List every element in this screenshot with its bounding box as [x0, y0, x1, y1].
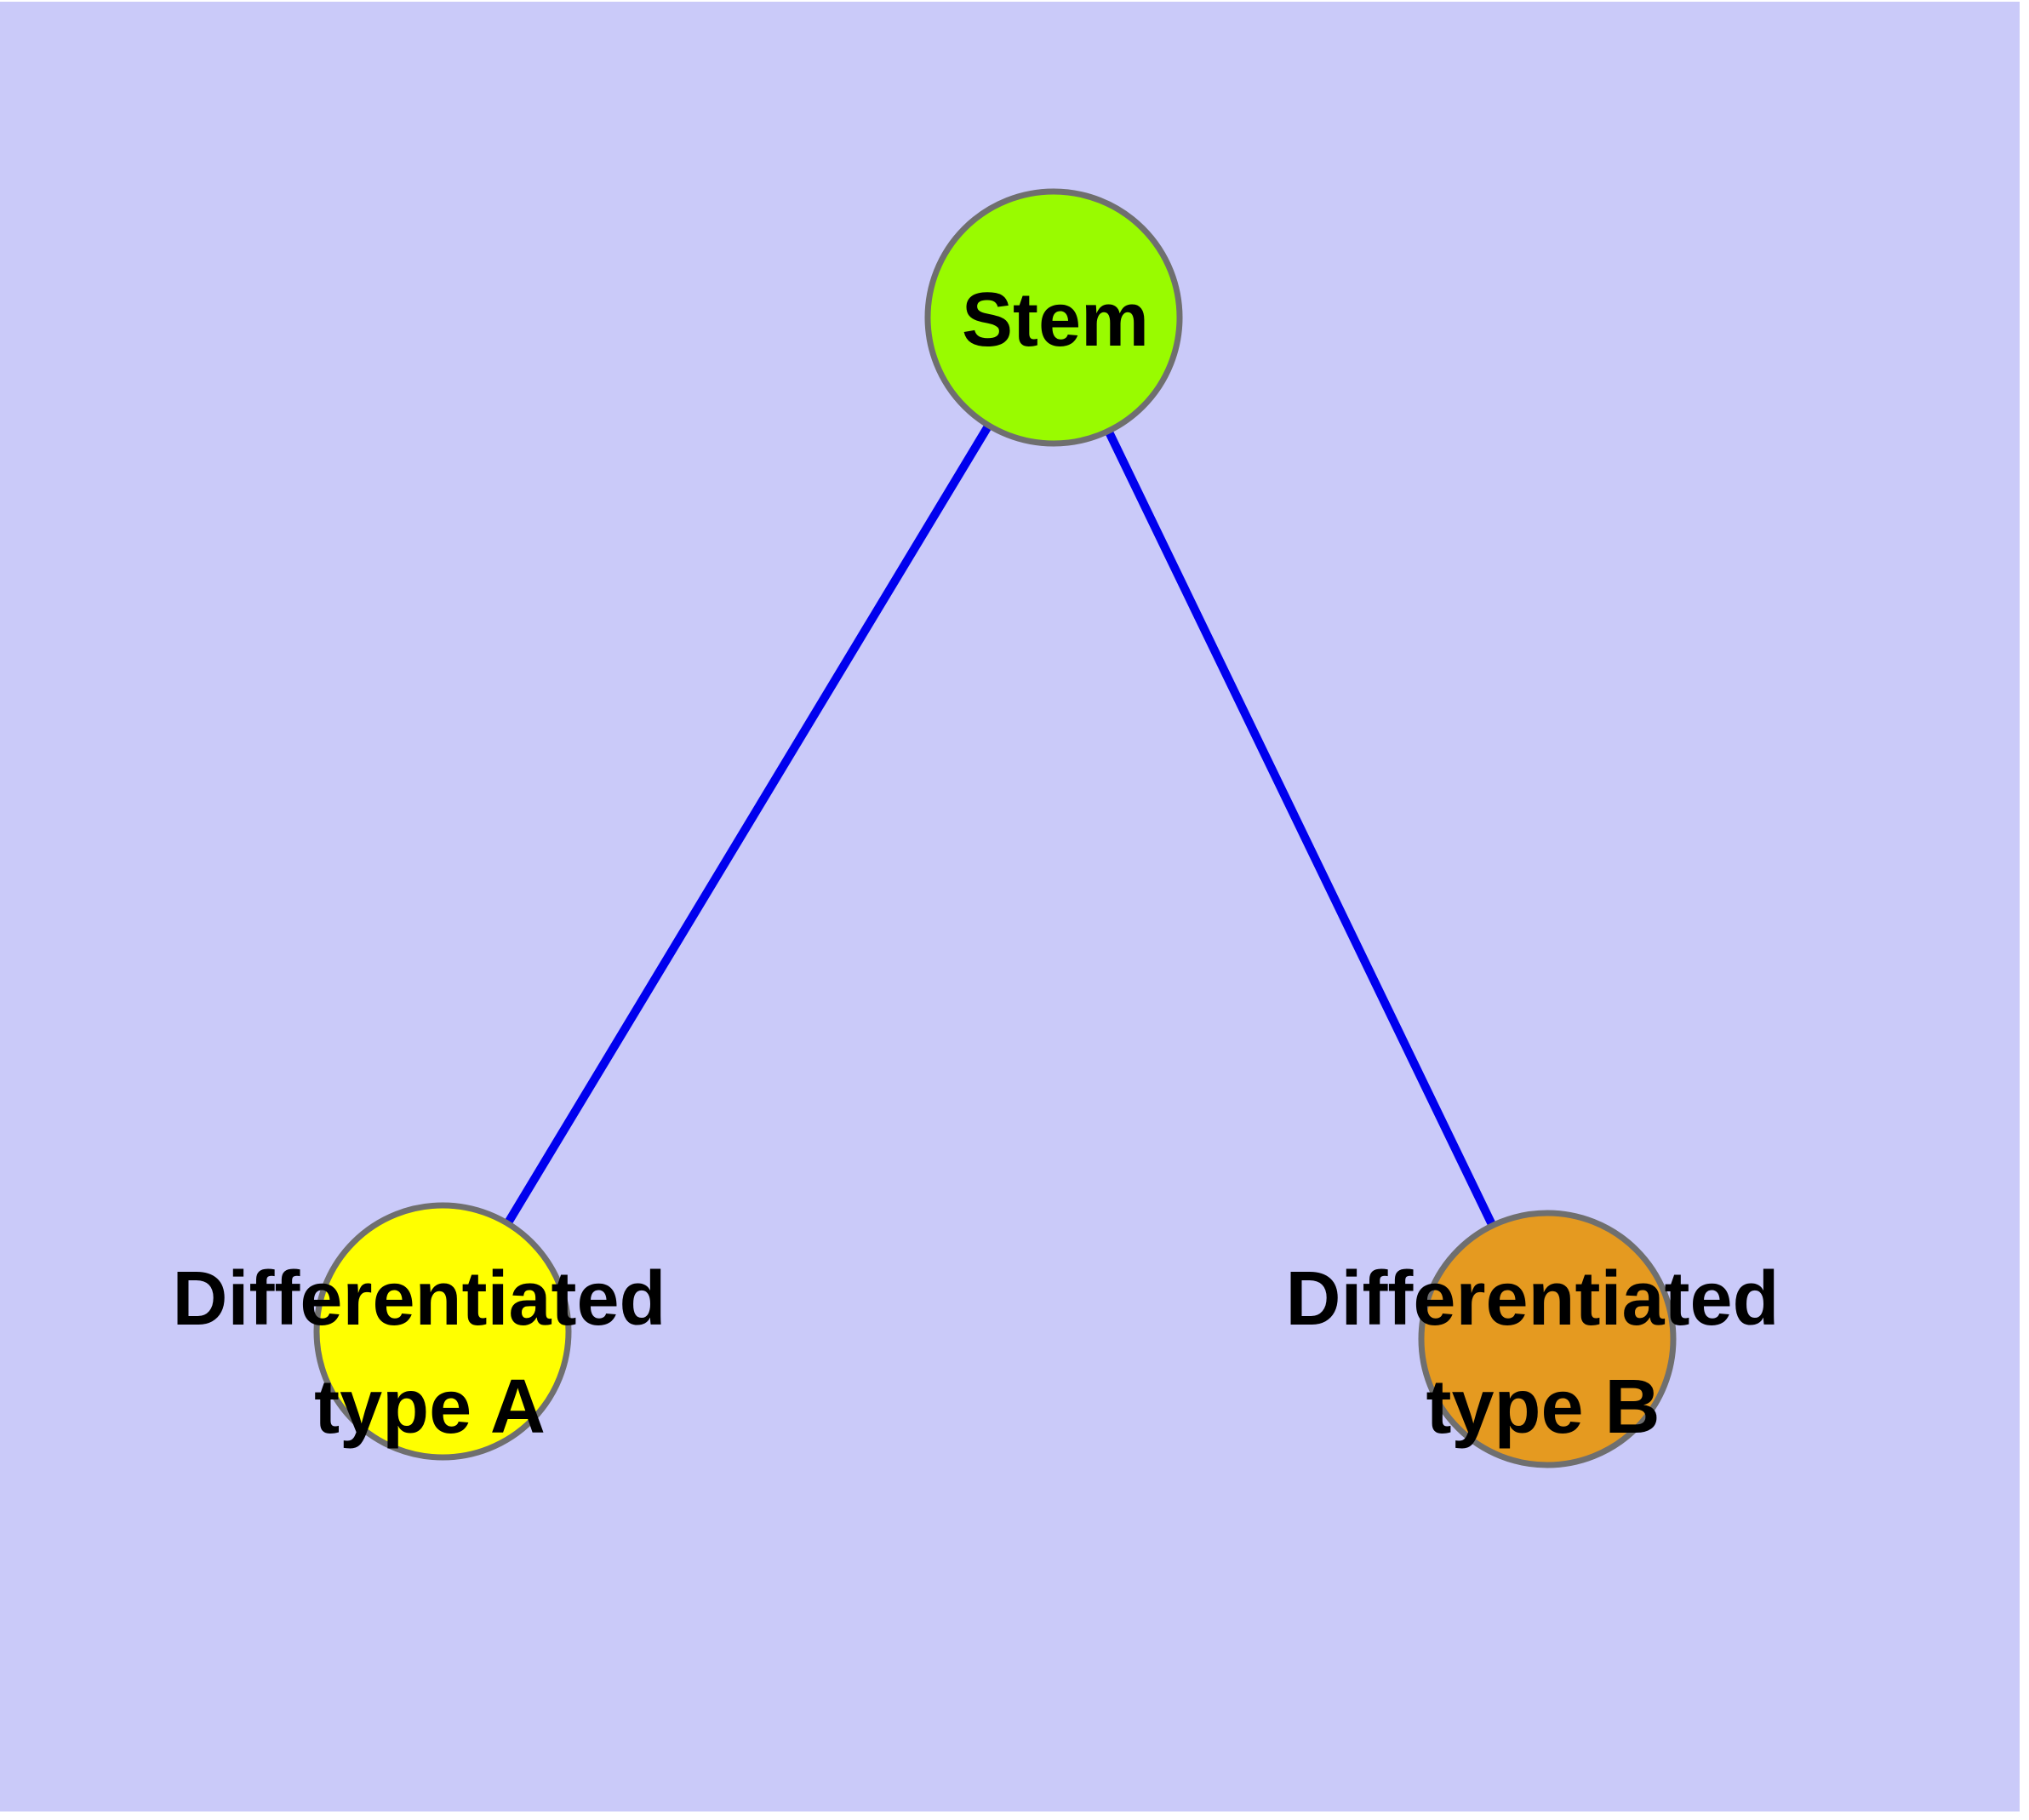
node-differentiated-type-b	[1418, 1210, 1677, 1468]
node-differentiated-type-a-label-line-1: Differentiated	[172, 1256, 666, 1342]
node-differentiated-type-b-label-line-1: Differentiated	[1285, 1256, 1779, 1342]
node-differentiated-type-a-label-line-2: type A	[314, 1365, 546, 1450]
node-differentiated-type-a	[313, 1202, 572, 1461]
node-stem	[924, 188, 1183, 447]
node-stem-label-line: Stem	[962, 278, 1149, 363]
edge-stem-to-type-a	[438, 315, 1058, 1334]
node-differentiated-type-b-label-line-2: type B	[1426, 1365, 1660, 1450]
node-differentiated-type-b-label: Differentiated type B	[1285, 1256, 1800, 1450]
node-differentiated-type-a-label: Differentiated type A	[172, 1256, 687, 1450]
edge-stem-to-type-b	[1049, 315, 1552, 1342]
node-stem-label: Stem	[962, 278, 1149, 363]
